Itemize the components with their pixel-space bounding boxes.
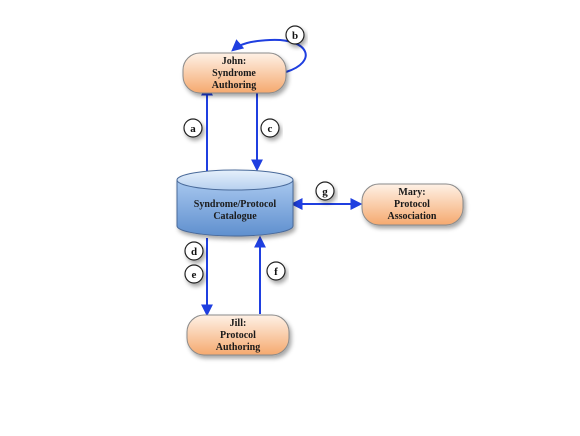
node-john: John: Syndrome Authoring: [182, 52, 287, 94]
edge-label-d: d: [184, 241, 204, 261]
node-jill: Jill: Protocol Authoring: [186, 314, 290, 356]
node-mary-line-1: Mary:: [398, 187, 425, 198]
node-jill-line-3: Authoring: [216, 342, 260, 353]
edge-label-c-text: c: [268, 123, 273, 135]
edge-label-g: g: [315, 181, 335, 201]
edge-label-a-text: a: [190, 123, 196, 135]
node-john-line-1: John:: [222, 56, 246, 67]
node-john-line-3: Authoring: [212, 80, 256, 91]
node-mary-line-3: Association: [388, 211, 437, 222]
node-catalogue-line-2: Catalogue: [213, 211, 257, 222]
edge-label-c: c: [260, 118, 280, 138]
node-mary: Mary: Protocol Association: [361, 183, 464, 226]
edge-label-a: a: [183, 118, 203, 138]
node-jill-line-1: Jill:: [230, 318, 247, 329]
edge-label-f: f: [266, 261, 286, 281]
edges: [201, 38, 363, 317]
edge-label-d-text: d: [191, 246, 197, 258]
edge-label-e: e: [184, 264, 204, 284]
edge-label-g-text: g: [322, 186, 328, 198]
edge-labels: a b c g d e f: [183, 25, 335, 284]
node-mary-line-2: Protocol: [394, 199, 430, 210]
edge-label-b: b: [285, 25, 305, 45]
edge-b: [231, 38, 307, 73]
edge-label-e-text: e: [192, 269, 197, 281]
node-catalogue-line-1: Syndrome/Protocol: [194, 199, 277, 210]
edge-label-b-text: b: [292, 30, 298, 42]
node-jill-line-2: Protocol: [220, 330, 256, 341]
edge-label-f-text: f: [274, 266, 278, 278]
node-john-line-2: Syndrome: [212, 68, 256, 79]
node-catalogue: Syndrome/Protocol Catalogue: [176, 169, 294, 237]
